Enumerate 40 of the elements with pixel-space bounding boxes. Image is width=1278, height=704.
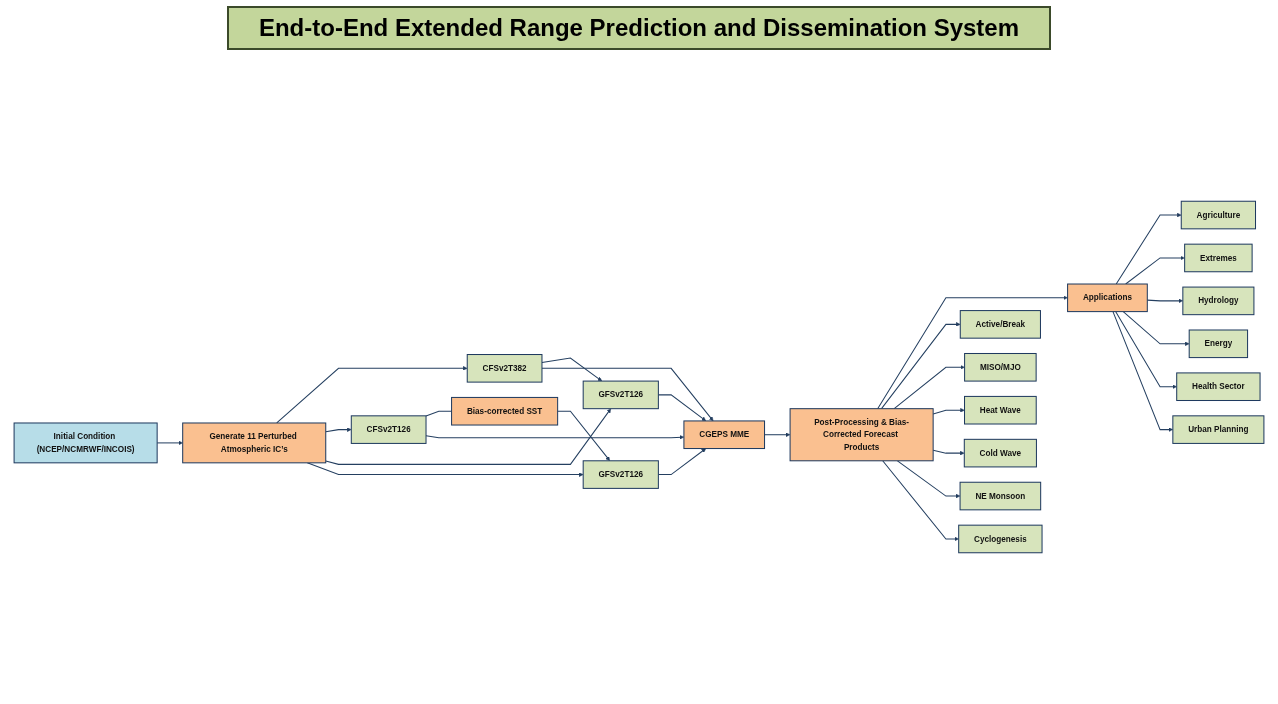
node-box: Cyclogenesis — [958, 524, 1043, 554]
arrow — [541, 357, 603, 382]
arrow — [881, 322, 961, 410]
node-box: CFSv2T126 — [350, 415, 427, 444]
arrow — [1115, 311, 1177, 389]
node-box: Urban Planning — [1172, 415, 1265, 444]
arrow — [1122, 311, 1190, 347]
arrow — [764, 432, 791, 437]
arrow — [1115, 212, 1182, 285]
node-box: NE Monsoon — [959, 481, 1042, 511]
node-box: Bias-corrected SST — [451, 396, 559, 426]
arrow — [893, 365, 965, 410]
arrow — [1125, 255, 1185, 285]
arrow — [306, 462, 584, 477]
arrow — [541, 367, 714, 422]
arrow — [877, 295, 1068, 410]
node-box: Cold Wave — [963, 438, 1037, 468]
arrow — [276, 366, 468, 424]
title-banner: End-to-End Extended Range Prediction and Dissemination System — [226, 6, 1052, 50]
node-box: Generate 11 Perturbed Atmospheric IC’s — [182, 422, 327, 464]
node-box: Agriculture — [1180, 200, 1256, 230]
arrow — [882, 460, 959, 542]
arrow — [557, 410, 610, 461]
node-box: Active/Break — [959, 310, 1041, 339]
arrow — [325, 427, 352, 433]
node-box: CFSv2T382 — [466, 354, 543, 383]
node-box: Hydrology — [1182, 286, 1255, 316]
node-box: GFSv2T126 — [582, 460, 659, 489]
arrow — [325, 408, 611, 465]
arrow — [896, 460, 961, 499]
node-box: Initial Condition (NCEP/NCMRWF/INCOIS) — [13, 422, 158, 464]
node-box: Post-Processing & Bias-Corrected Forecast Products — [789, 408, 934, 462]
node-box: Energy — [1188, 329, 1249, 359]
node-box: Applications — [1067, 283, 1148, 313]
node-box: Heat Wave — [964, 395, 1037, 425]
node-box: CGEPS MME — [683, 420, 766, 450]
node-box: GFSv2T126 — [582, 380, 659, 410]
node-box: Extremes — [1184, 243, 1253, 273]
node-box: Health Sector — [1176, 372, 1261, 401]
node-box: MISO/MJO — [964, 353, 1037, 382]
